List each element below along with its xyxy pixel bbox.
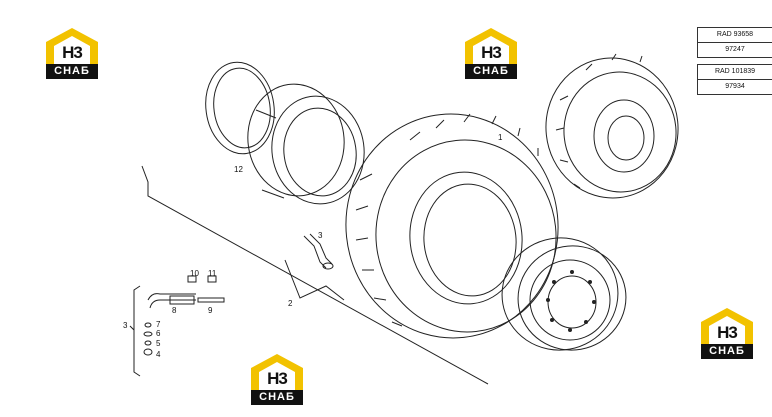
reference-box-2: RAD 101839 97934 — [697, 64, 772, 95]
reference-box-1: RAD 93658 97247 — [697, 27, 772, 58]
house-roof-icon — [465, 28, 517, 64]
logo-monogram: H3 — [481, 43, 502, 62]
inner-tube — [247, 83, 365, 205]
callout-9: 9 — [208, 306, 213, 315]
callout-5: 5 — [156, 339, 161, 348]
house-roof-icon — [46, 28, 98, 64]
rim — [501, 237, 627, 351]
callout-12: 12 — [234, 165, 243, 174]
callout-1: 1 — [498, 133, 503, 142]
logo-monogram: H3 — [717, 323, 738, 342]
reference-code: 97247 — [698, 42, 772, 57]
brand-logo: H3 СНАБ — [463, 26, 519, 80]
brand-logo: H3 СНАБ — [699, 306, 755, 360]
callout-10: 10 — [190, 269, 199, 278]
logo-monogram: H3 — [62, 43, 83, 62]
assembled-wheel — [545, 53, 679, 199]
callout-8: 8 — [172, 306, 177, 315]
callout-3-group: 3 — [123, 321, 128, 330]
reference-code: 97934 — [698, 79, 772, 94]
house-roof-icon — [251, 354, 303, 390]
callout-6: 6 — [156, 329, 161, 338]
brand-logo: H3 СНАБ — [44, 26, 100, 80]
house-roof-icon — [701, 308, 753, 344]
logo-wordmark: СНАБ — [251, 390, 303, 405]
callout-4: 4 — [156, 350, 161, 359]
callout-3-valve: 3 — [318, 231, 323, 240]
lock-ring — [205, 61, 275, 155]
callout-2: 2 — [288, 299, 293, 308]
callout-11: 11 — [208, 269, 217, 278]
assembly-outline-lower — [284, 259, 345, 301]
logo-monogram: H3 — [267, 369, 288, 388]
logo-wordmark: СНАБ — [465, 64, 517, 79]
reference-rad: RAD 93658 — [716, 31, 754, 38]
reference-rad: RAD 101839 — [714, 68, 756, 75]
brand-logo: H3 СНАБ — [249, 352, 305, 406]
valve — [303, 233, 334, 270]
tire — [345, 113, 559, 339]
logo-wordmark: СНАБ — [46, 64, 98, 79]
logo-wordmark: СНАБ — [701, 344, 753, 359]
callout-7: 7 — [156, 320, 161, 329]
valve-group-parts — [129, 275, 225, 377]
